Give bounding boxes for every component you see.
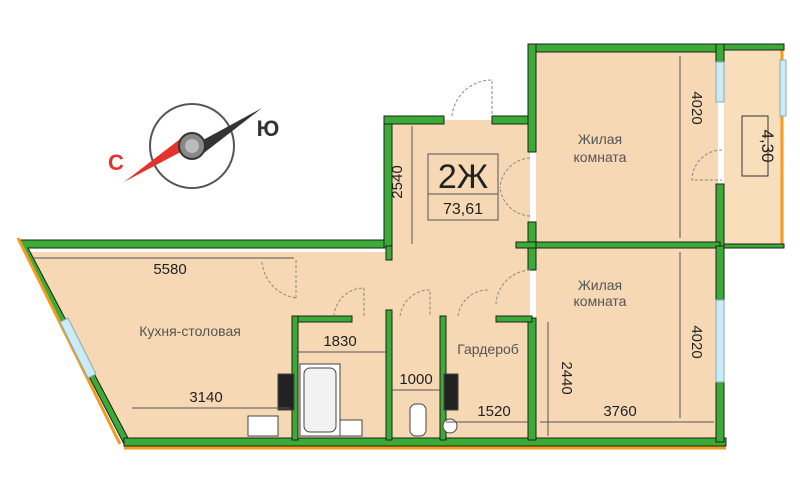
room1-label-line2: комната xyxy=(574,149,627,165)
apartment-area: 73,61 xyxy=(443,201,483,218)
room1-right-wall-bottom xyxy=(715,183,725,247)
hall-top-wall-right xyxy=(491,115,533,125)
dim-kitchen-width: 5580 xyxy=(153,261,186,278)
room-labels: Кухня-столовая Жилая комната Жилая комна… xyxy=(139,131,626,357)
dim-room2-height-right: 4020 xyxy=(688,325,705,358)
toilet xyxy=(409,403,427,437)
wardrobe-label: Гардероб xyxy=(457,341,519,357)
dim-wardrobe-width: 1520 xyxy=(477,403,510,420)
room2-door xyxy=(495,269,531,305)
bath-sink xyxy=(339,419,363,437)
bath-wc-wall xyxy=(385,309,393,441)
wc-heater xyxy=(443,373,459,411)
room2-label-line2: комната xyxy=(574,293,627,309)
bath-top-wall xyxy=(291,315,353,323)
dimension-labels: 5580 3140 1830 1000 1520 3760 2440 4020 … xyxy=(153,91,705,420)
room2-window xyxy=(715,299,725,383)
dim-room2-height-left: 2440 xyxy=(558,361,575,394)
badge-frame xyxy=(427,153,499,221)
fixtures xyxy=(247,363,459,437)
room1-floor xyxy=(536,52,718,242)
balcony-window xyxy=(779,59,787,117)
dimension-lines xyxy=(32,56,714,436)
room2-label-line1: Жилая xyxy=(578,277,622,293)
wardrobe-top-wall xyxy=(495,315,533,323)
room1-label-line1: Жилая xyxy=(578,131,622,147)
windows xyxy=(59,59,787,383)
doors xyxy=(261,79,723,317)
room1-right-wall-top xyxy=(715,43,725,63)
dim-room1-height: 4020 xyxy=(688,91,705,124)
bath-door xyxy=(333,287,365,317)
dim-wc-width: 1000 xyxy=(399,371,432,388)
wardrobe-floor xyxy=(446,322,532,438)
balcony-rail-bottom xyxy=(723,243,785,249)
hall-room-partition xyxy=(515,241,537,249)
kitchen-sink xyxy=(247,415,279,437)
room1-left-wall-top xyxy=(527,43,537,153)
wardrobe-door xyxy=(457,289,489,317)
compass-north-label: Ю xyxy=(257,116,280,141)
rooms-partition xyxy=(535,241,721,249)
floor-fills xyxy=(30,50,782,440)
kitchen-window xyxy=(59,317,97,379)
kitchen-bath-stub xyxy=(385,245,393,261)
room2-floor xyxy=(536,248,718,438)
balcony-door xyxy=(691,149,723,181)
hall-top-wall-left xyxy=(383,115,445,125)
balcony: 4,30 xyxy=(723,43,785,249)
compass-needle-south xyxy=(124,136,192,182)
entrance-door xyxy=(451,79,493,117)
room2-right-wall-lower xyxy=(715,381,725,443)
balcony-area-label: 4,30 xyxy=(758,129,777,162)
apartment-badge: 2Ж 73,61 xyxy=(427,153,499,221)
kitchen-door xyxy=(261,260,297,300)
room2-left-wall-top xyxy=(527,247,537,271)
dim-kitchen-bottom: 3140 xyxy=(189,389,222,406)
compass-south-label: С xyxy=(108,150,124,175)
wc-door xyxy=(399,289,431,317)
walls xyxy=(17,43,727,447)
dim-bath-width: 1830 xyxy=(323,333,356,350)
dim-room2-width: 3760 xyxy=(603,403,636,420)
bathtub-inner xyxy=(303,367,337,433)
dim-hall-height: 2540 xyxy=(389,165,406,198)
kitchen-label: Кухня-столовая xyxy=(139,323,241,339)
apartment-type: 2Ж xyxy=(438,158,488,196)
wc-sink xyxy=(442,418,458,434)
compass: С Ю xyxy=(108,103,280,189)
room2-right-wall xyxy=(715,245,725,301)
room1-door xyxy=(499,157,531,217)
bottom-wall xyxy=(123,437,727,447)
room1-top-wall xyxy=(527,43,725,53)
kitchen-stove xyxy=(277,373,295,411)
balcony-area-box xyxy=(741,115,769,177)
room1-window xyxy=(715,61,725,103)
compass-needle-north xyxy=(192,108,262,156)
balcony-rail xyxy=(723,43,785,51)
